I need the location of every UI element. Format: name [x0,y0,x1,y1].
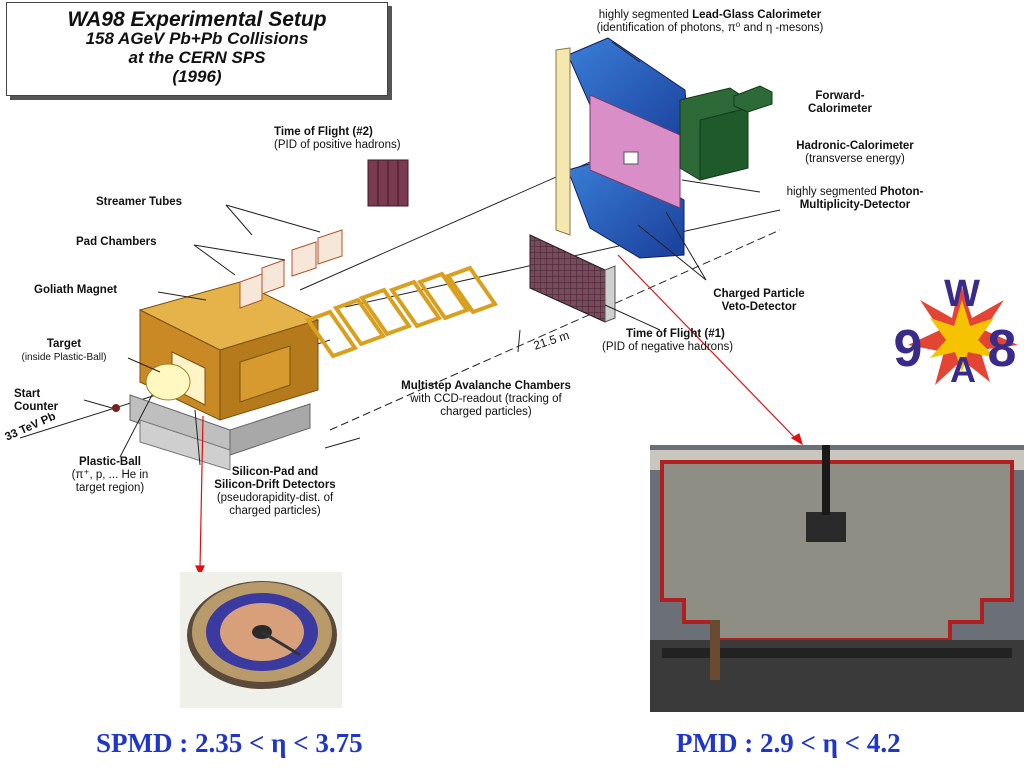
logo-8: 8 [988,320,1017,378]
goliath-magnet-label: Goliath Magnet [34,284,118,296]
hadronic-calorimeter-label: Hadronic-Calorimeter (transverse energy) [796,140,914,165]
lead-glass-calorimeter [555,37,691,259]
wa98-logo: W 9 A 8 [894,273,1018,390]
streamer-tubes-label: Streamer Tubes [96,196,183,208]
pointer-arrows [195,254,804,577]
title-line-3: at the CERN SPS [128,48,266,67]
forward-calorimeter [733,85,773,113]
veto-detector-label: Charged Particle Veto-Detector [713,288,805,313]
pad-chambers-label: Pad Chambers [76,236,157,248]
pad-chambers [239,229,343,309]
spmd-photo [180,572,342,708]
silicon-detectors-label: Silicon-Pad and Silicon-Drift Detectors … [214,466,336,517]
leader-lines [83,41,761,466]
title-line-4: (1996) [172,67,222,86]
logo-w: W [944,273,980,315]
target-label: Target (inside Plastic-Ball) [21,338,107,363]
time-of-flight-1 [529,234,616,323]
time-of-flight-2 [367,159,409,207]
pmd-eta-caption: PMD : 2.9 < η < 4.2 [676,728,901,758]
leadglass-label: highly segmented Lead-Glass Calorimeter … [596,9,824,34]
photon-multiplicity-label: highly segmented Photon- Multiplicity-De… [786,186,924,211]
hadronic-calorimeter [679,87,749,181]
forward-calorimeter-label: Forward- Calorimeter [808,90,872,115]
tof1-label: Time of Flight (#1) (PID of negative had… [602,328,734,353]
title-line-2: 158 AGeV Pb+Pb Collisions [85,29,309,48]
beam-line-far [299,139,641,291]
logo-a: A [950,349,976,390]
logo-9: 9 [894,320,923,378]
tof2-label: Time of Flight (#2) (PID of positive had… [274,126,401,151]
title-line-1: WA98 Experimental Setup [67,8,327,31]
goliath-magnet [112,281,320,471]
multistep-label: Multistep Avalanche Chambers with CCD-re… [401,380,571,418]
plastic-ball-label: Plastic-Ball (π⁺, p, ... He in target re… [71,456,149,494]
beam-line-lower [329,229,781,431]
multistep-avalanche-chambers [304,265,499,359]
pmd-photo [650,445,1024,712]
start-counter-label: Start Counter [14,388,59,413]
spmd-eta-caption: SPMD : 2.35 < η < 3.75 [96,728,363,758]
title-box: WA98 Experimental Setup 158 AGeV Pb+Pb C… [6,2,388,96]
